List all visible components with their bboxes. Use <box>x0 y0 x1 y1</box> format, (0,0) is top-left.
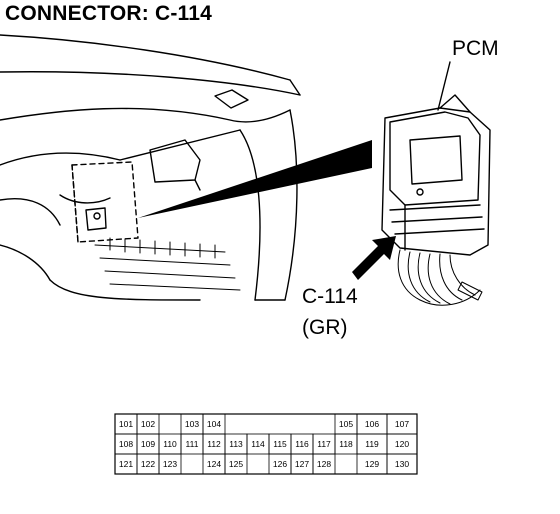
pin-number: 129 <box>365 459 379 469</box>
pin-number: 127 <box>295 459 309 469</box>
pin-number: 130 <box>395 459 409 469</box>
pin-number: 107 <box>395 419 409 429</box>
pin-number: 111 <box>186 439 199 449</box>
glovebox-opening <box>149 139 201 183</box>
pcm-leader-line <box>437 61 451 111</box>
pin-number: 108 <box>119 439 133 449</box>
pin-number: 112 <box>207 439 221 449</box>
empty-cavity <box>247 454 269 474</box>
empty-cavity <box>335 454 357 474</box>
pcm-location-outline <box>71 161 139 243</box>
pin-number: 128 <box>317 459 331 469</box>
pin-number: 114 <box>251 439 265 449</box>
pin-number: 122 <box>141 459 155 469</box>
pin-number: 116 <box>295 439 309 449</box>
connector-arrow <box>352 236 396 280</box>
pin-number: 105 <box>339 419 353 429</box>
pin-number: 113 <box>229 439 243 449</box>
location-wedge <box>138 140 372 218</box>
pin-cell <box>158 453 182 475</box>
pin-number: 126 <box>273 459 287 469</box>
connector-color-label: (GR) <box>302 316 348 339</box>
pin-number: 121 <box>119 459 133 469</box>
pin-number: 110 <box>163 439 177 449</box>
pin-number: 102 <box>141 419 155 429</box>
defroster-vent <box>214 89 249 109</box>
pin-cell <box>224 453 248 475</box>
pin-number: 104 <box>207 419 221 429</box>
pin-number: 119 <box>365 439 379 449</box>
wire-harness <box>397 249 483 306</box>
pin-cell <box>312 453 336 475</box>
empty-cavity <box>181 454 203 474</box>
pcm-module <box>381 94 491 256</box>
empty-cavity <box>291 414 313 434</box>
pin-number: 118 <box>339 439 353 449</box>
pin-number: 123 <box>163 459 177 469</box>
dashboard-outline <box>0 107 298 301</box>
empty-cavity <box>247 414 269 434</box>
connector-title: CONNECTOR: C-114 <box>5 2 213 25</box>
empty-cavity <box>159 414 181 434</box>
pin-number: 124 <box>207 459 221 469</box>
connector-id-label: C-114 <box>302 285 358 308</box>
empty-cavity <box>225 414 247 434</box>
pin-number: 117 <box>317 439 331 449</box>
windshield-outline <box>0 34 301 96</box>
pin-number: 103 <box>185 419 199 429</box>
empty-cavity <box>313 414 335 434</box>
lower-dash-grille <box>94 237 241 291</box>
pin-number: 106 <box>365 419 379 429</box>
pin-number: 115 <box>273 439 287 449</box>
pin-number: 120 <box>395 439 409 449</box>
pin-number: 109 <box>141 439 155 449</box>
pcm-label: PCM <box>452 37 499 60</box>
pin-number: 101 <box>119 419 133 429</box>
empty-cavity <box>269 414 291 434</box>
pin-number: 125 <box>229 459 243 469</box>
pin-cell <box>386 453 418 475</box>
connector-pin-face: 101 102 103 104 105 106 107 108 109 110 111 112 113 1… <box>114 413 418 475</box>
